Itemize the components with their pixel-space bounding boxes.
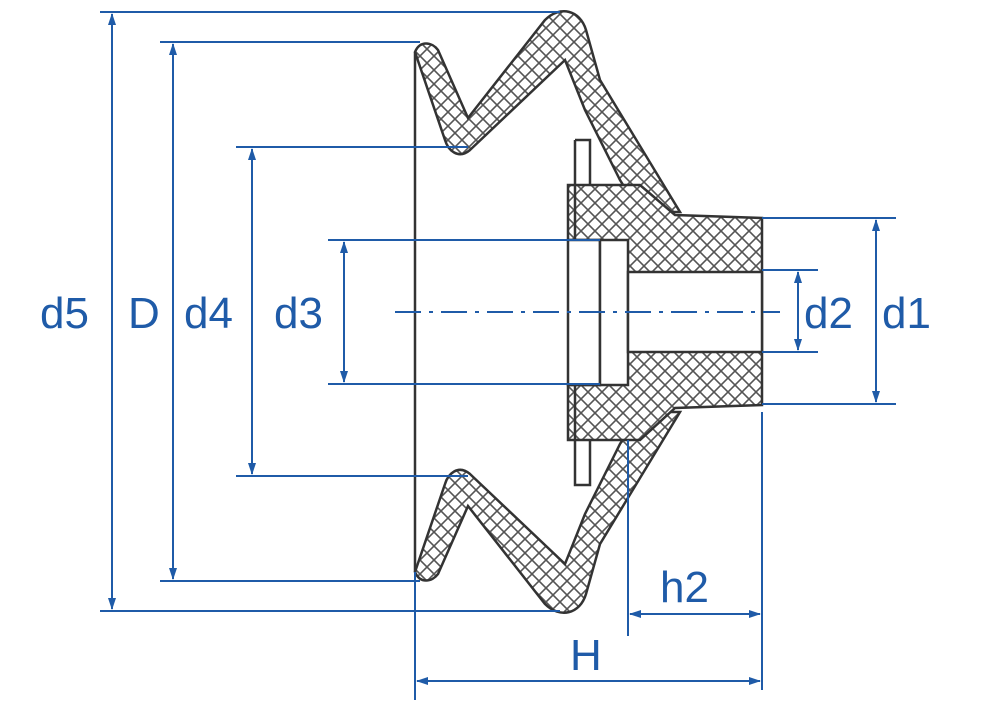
label-d2: d2: [804, 289, 853, 338]
label-H: H: [570, 631, 602, 680]
label-D: D: [128, 289, 160, 338]
label-h2: h2: [660, 563, 709, 612]
dimension-labels: d5 D d4 d3 d2 d1 h2 H: [38, 284, 946, 680]
label-d5: d5: [40, 289, 89, 338]
label-d3: d3: [274, 289, 323, 338]
label-d4: d4: [184, 289, 233, 338]
extension-lines: [100, 11, 896, 700]
inner-collar: [573, 138, 592, 487]
label-d1: d1: [882, 289, 931, 338]
part-section: [395, 10, 780, 614]
upper-bellows-section: [413, 10, 683, 214]
lower-bellows-section: [413, 410, 683, 614]
dimension-lines: [108, 13, 880, 685]
